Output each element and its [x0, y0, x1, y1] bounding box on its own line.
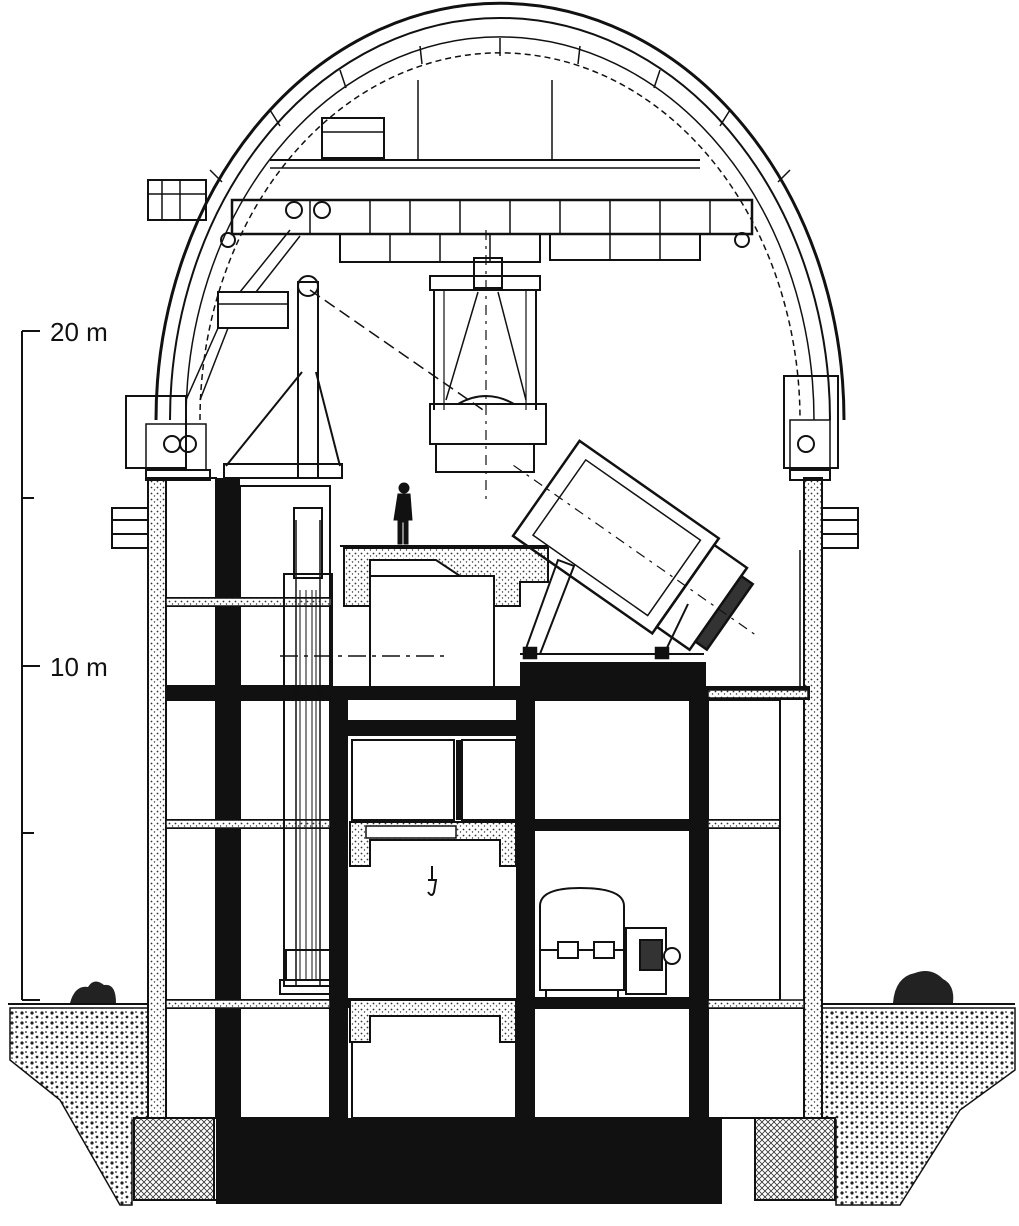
crane-bridge [147, 80, 754, 413]
telescope-tube [511, 439, 760, 660]
dome [125, 1, 846, 481]
person-figure [340, 482, 548, 547]
scale-label-10m: 10 m [50, 652, 108, 682]
scale-label-20m: 20 m [50, 317, 108, 347]
cage-platform [185, 229, 343, 479]
interior-structure [165, 477, 810, 1119]
hanging-telescope-top [429, 230, 547, 500]
crane-hook [427, 866, 438, 896]
scale-bar [21, 330, 40, 1001]
outer-walls [111, 477, 859, 1119]
foundation [133, 1117, 836, 1204]
shrub-right [893, 971, 954, 1003]
ground [8, 971, 1016, 1206]
shrub-left [70, 981, 116, 1003]
equipment-tank [539, 886, 681, 998]
instrument-column [279, 507, 450, 995]
